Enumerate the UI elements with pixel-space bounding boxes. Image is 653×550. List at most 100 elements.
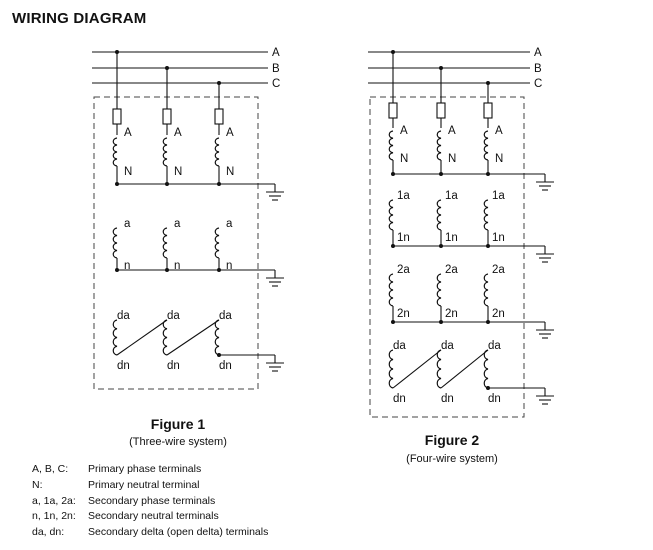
phase-label: A [272, 47, 280, 59]
winding-coil [483, 273, 489, 307]
legend-row: a, 1a, 2a: Secondary phase terminals [32, 494, 268, 510]
winding-coil [112, 227, 118, 259]
terminal-label: A [226, 127, 234, 139]
terminal-label: 2n [397, 308, 410, 320]
fuse [162, 108, 172, 125]
legend-key: N: [32, 478, 43, 491]
terminal-label: a [124, 218, 131, 230]
fuse [214, 108, 224, 125]
legend-key: a, 1a, 2a: [32, 494, 76, 507]
phase-label: C [534, 78, 542, 90]
terminal-label: 2a [445, 264, 458, 276]
terminal-label: N [495, 153, 503, 165]
winding-coil [436, 349, 442, 389]
terminal-label: 1a [445, 190, 458, 202]
winding-coil [162, 137, 168, 167]
terminal-label: N [448, 153, 456, 165]
terminal-label: 1n [397, 232, 410, 244]
winding-coil [214, 319, 220, 356]
legend-key: n, 1n, 2n: [32, 510, 76, 523]
terminal-label: da [167, 310, 180, 322]
fuse [436, 102, 446, 119]
winding-coil [436, 273, 442, 307]
legend-desc: Secondary neutral terminals [88, 510, 219, 523]
phase-label: C [272, 78, 280, 90]
terminal-label: a [174, 218, 181, 230]
terminal-label: da [219, 310, 232, 322]
terminal-label: da [441, 340, 454, 352]
phase-label: B [534, 63, 542, 75]
phase-label: A [534, 47, 542, 59]
winding-coil [112, 137, 118, 167]
tank-boundary [369, 96, 525, 418]
terminal-label: A [174, 127, 182, 139]
terminal-label: A [400, 125, 408, 137]
winding-coil [483, 199, 489, 231]
winding-coil [388, 273, 394, 307]
legend-key: A, B, C: [32, 463, 69, 475]
winding-coil [388, 349, 394, 389]
terminal-label: 2a [492, 264, 505, 276]
figure1-subtitle: (Three-wire system) [129, 436, 227, 448]
terminal-label: dn [167, 360, 180, 372]
terminal-label: 2a [397, 264, 410, 276]
terminal-label: A [448, 125, 456, 137]
legend-desc: Secondary delta (open delta) terminals [88, 526, 269, 539]
winding-coil [388, 199, 394, 231]
terminal-legend: A, B, C: Primary phase terminals N: Primar… [32, 462, 268, 541]
delta-link [392, 349, 442, 389]
figure1-title: Figure 1 [150, 416, 206, 432]
terminal-label: N [400, 153, 408, 165]
fuse [112, 108, 122, 125]
legend-row: A, B, C: Primary phase terminals [32, 462, 268, 478]
legend-desc: Primary neutral terminal [88, 478, 200, 491]
tank-boundary [93, 96, 259, 390]
terminal-label: n [174, 260, 180, 272]
terminal-label: N [174, 166, 182, 178]
legend-desc: Primary phase terminals [88, 463, 202, 475]
terminal-label: dn [488, 393, 501, 405]
terminal-label: da [117, 310, 130, 322]
figure2-subtitle: (Four-wire system) [406, 453, 498, 465]
legend-key: da, dn: [32, 526, 65, 539]
legend-desc: Secondary phase terminals [88, 494, 216, 507]
terminal-label: 2n [492, 308, 505, 320]
terminal-label: dn [219, 360, 232, 372]
terminal-label: 1n [492, 232, 505, 244]
terminal-label: 1a [397, 190, 410, 202]
winding-coil [214, 227, 220, 259]
figure2-title: Figure 2 [424, 432, 480, 448]
phase-label: B [272, 63, 280, 75]
legend-row: n, 1n, 2n: Secondary neutral terminals [32, 509, 268, 525]
delta-link [116, 319, 168, 356]
terminal-label: N [226, 166, 234, 178]
winding-coil [436, 130, 442, 161]
legend-row: N: Primary neutral terminal [32, 478, 268, 494]
winding-coil [483, 349, 489, 389]
terminal-label: n [226, 260, 232, 272]
terminal-label: dn [393, 393, 406, 405]
diagram-heading: WIRING DIAGRAM [12, 10, 147, 27]
winding-coil [162, 227, 168, 259]
winding-coil [483, 130, 489, 161]
terminal-label: N [124, 166, 132, 178]
terminal-label: da [488, 340, 501, 352]
terminal-label: dn [117, 360, 130, 372]
winding-coil [112, 319, 118, 356]
terminal-label: da [393, 340, 406, 352]
terminal-label: 1a [492, 190, 505, 202]
terminal-label: A [124, 127, 132, 139]
winding-coil [162, 319, 168, 356]
legend-row: da, dn: Secondary delta (open delta) term… [32, 525, 268, 541]
terminal-label: dn [441, 393, 454, 405]
winding-coil [388, 130, 394, 161]
winding-coil [436, 199, 442, 231]
delta-link [440, 349, 489, 389]
terminal-label: n [124, 260, 130, 272]
winding-coil [214, 137, 220, 167]
terminal-label: a [226, 218, 233, 230]
delta-link [166, 319, 220, 356]
terminal-label: 1n [445, 232, 458, 244]
terminal-label: 2n [445, 308, 458, 320]
